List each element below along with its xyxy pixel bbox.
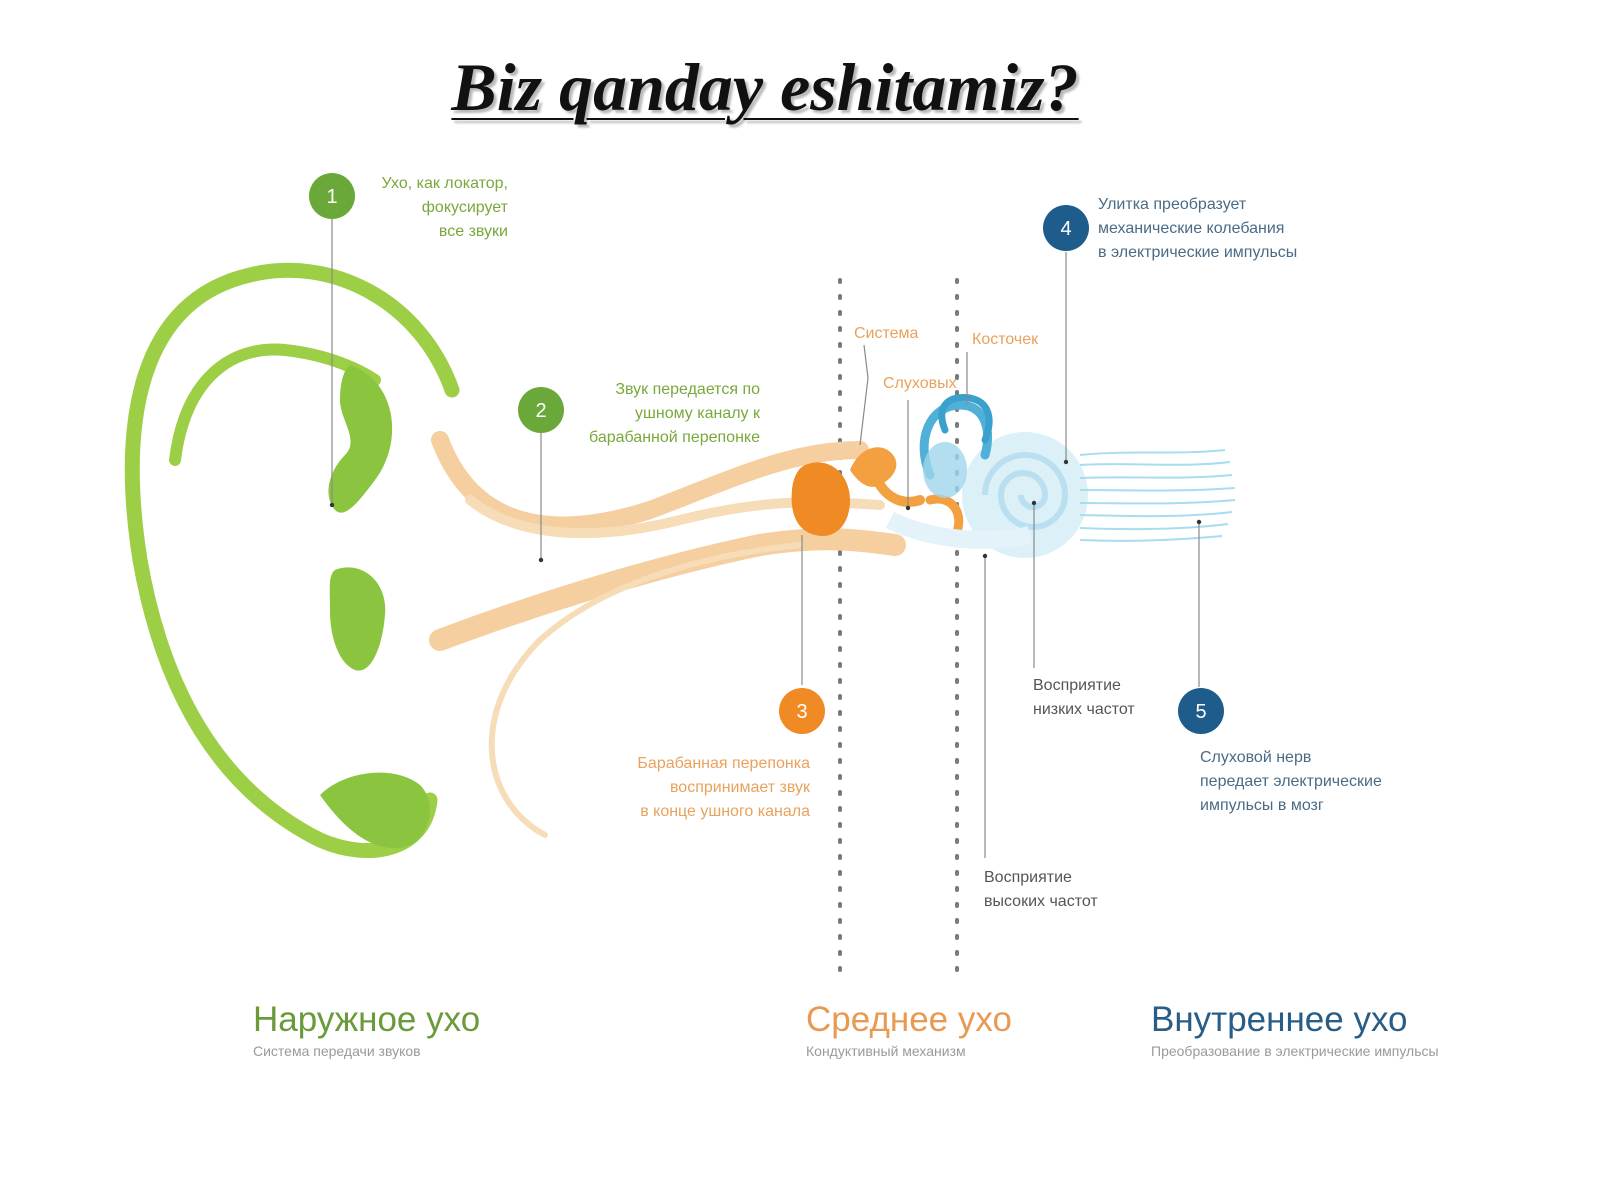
step-5-badge: 5 bbox=[1178, 688, 1224, 734]
label-slukhovykh: Слуховых bbox=[883, 375, 957, 392]
label-kostochek: Косточек bbox=[972, 331, 1039, 348]
step-5-text: Слуховой нерв передает электрические имп… bbox=[1200, 746, 1382, 818]
step-4-line-2: механические колебания bbox=[1098, 220, 1285, 237]
section-inner-ear-title: Внутреннее ухо bbox=[1151, 1000, 1408, 1039]
step-2-line-2: ушному каналу к bbox=[635, 405, 760, 422]
section-inner-ear-subtitle: Преобразование в электрические импульсы bbox=[1151, 1043, 1439, 1059]
step-2-text: Звук передается по ушному каналу к бараб… bbox=[589, 378, 760, 450]
step-3-line-1: Барабанная перепонка bbox=[637, 755, 810, 772]
section-middle-ear-title: Среднее ухо bbox=[806, 1000, 1012, 1039]
step-3-line-3: в конце ушного канала bbox=[640, 803, 810, 820]
step-4-badge: 4 bbox=[1043, 205, 1089, 251]
slide-title: Biz qanday eshitamiz? bbox=[451, 49, 1079, 125]
inner-ear-cochlea bbox=[885, 393, 1236, 558]
step-2-line-1: Звук передается по bbox=[615, 381, 760, 398]
section-inner-ear: Внутреннее ухо Преобразование в электрич… bbox=[1151, 1000, 1439, 1060]
step-5-line-3: импульсы в мозг bbox=[1200, 797, 1324, 814]
step-4-line-1: Улитка преобразует bbox=[1098, 196, 1247, 213]
step-1-line-1: Ухо, как локатор, bbox=[381, 175, 508, 192]
label-high-frequencies: Восприятие высоких частот bbox=[984, 869, 1098, 910]
svg-text:5: 5 bbox=[1195, 701, 1206, 723]
section-outer-ear-subtitle: Система передачи звуков bbox=[253, 1043, 421, 1059]
label-low-frequencies: Восприятие низких частот bbox=[1033, 677, 1135, 718]
step-2-badge: 2 bbox=[518, 387, 564, 433]
leader-dots bbox=[329, 459, 1202, 563]
step-4-text: Улитка преобразует механические колебани… bbox=[1098, 193, 1297, 265]
step-2-line-3: барабанной перепонке bbox=[589, 429, 760, 446]
step-1-line-3: все звуки bbox=[438, 223, 508, 240]
step-4-line-3: в электрические импульсы bbox=[1098, 244, 1298, 261]
step-3-badge: 3 bbox=[779, 688, 825, 734]
leader-lines bbox=[331, 218, 1200, 858]
section-middle-ear: Среднее ухо Кондуктивный механизм bbox=[806, 1000, 1012, 1060]
svg-text:1: 1 bbox=[326, 186, 337, 208]
svg-text:3: 3 bbox=[796, 701, 807, 723]
outer-ear-shape bbox=[124, 262, 460, 859]
step-5-line-2: передает электрические bbox=[1200, 773, 1382, 790]
step-3-line-2: воспринимает звук bbox=[669, 779, 810, 796]
section-outer-ear: Наружное ухо Система передачи звуков bbox=[253, 1000, 480, 1060]
label-sistema: Система bbox=[854, 325, 919, 342]
svg-text:4: 4 bbox=[1060, 218, 1071, 240]
step-5-line-1: Слуховой нерв bbox=[1200, 749, 1312, 766]
step-1-text: Ухо, как локатор, фокусирует все звуки bbox=[382, 172, 508, 244]
step-1-line-2: фокусирует bbox=[421, 199, 508, 216]
step-3-text: Барабанная перепонка воспринимает звук в… bbox=[637, 752, 810, 824]
step-1-badge: 1 bbox=[309, 173, 355, 219]
svg-text:2: 2 bbox=[535, 400, 546, 422]
section-middle-ear-subtitle: Кондуктивный механизм bbox=[806, 1043, 966, 1059]
section-outer-ear-title: Наружное ухо bbox=[253, 1000, 481, 1039]
